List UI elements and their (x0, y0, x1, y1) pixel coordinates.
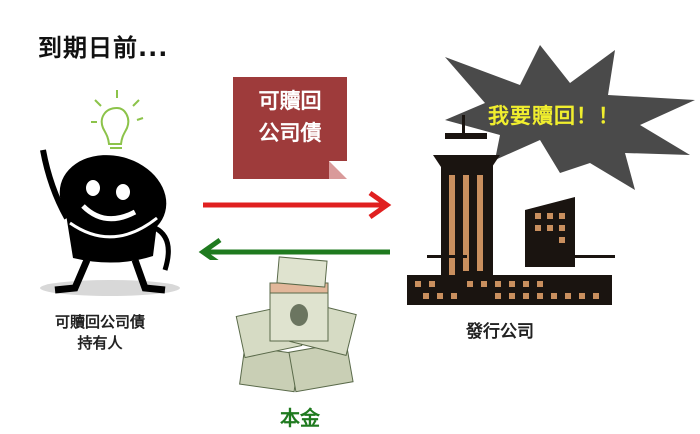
money-stack-icon (235, 256, 357, 393)
speech-burst-icon (445, 45, 695, 190)
bond-note-line1: 可贖回 (258, 89, 322, 113)
bond-note-line2: 公司債 (258, 121, 322, 145)
bondholder-character-icon (40, 90, 180, 296)
callable-bond-note: 可贖回 公司債 (233, 77, 347, 179)
company-building-icon (407, 115, 615, 305)
speech-text: 我要贖回！！ (488, 104, 620, 128)
page-curl-icon (329, 161, 347, 179)
principal-label: 本金 (280, 406, 320, 430)
red-arrow-right-icon (203, 190, 392, 220)
arrows (198, 190, 392, 260)
green-arrow-left-icon (198, 237, 390, 260)
bondholder-label: 可贖回公司債 持有人 (54, 313, 145, 352)
lightbulb-icon (91, 90, 144, 149)
page-title: 到期日前... (38, 34, 169, 62)
issuing-company-label: 發行公司 (466, 322, 534, 342)
